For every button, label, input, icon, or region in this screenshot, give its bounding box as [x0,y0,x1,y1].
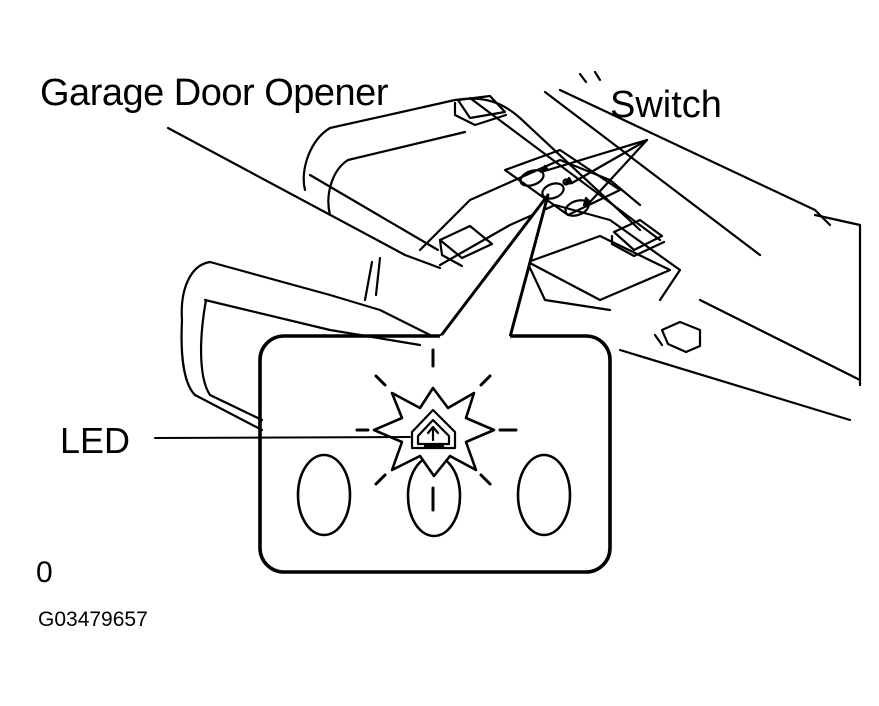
led-label: LED [60,420,131,461]
switch-label: Switch [610,84,722,126]
magnified-switch-inset [258,193,612,574]
figure-id: G03479657 [38,608,148,631]
inset-right-button [516,453,572,537]
house-arrow-icon [410,408,457,450]
garage-door-opener-label: Garage Door Opener [40,72,388,114]
inset-left-button [296,453,352,537]
figure-marker: 0 [36,556,53,589]
switch-leader-lines [539,138,649,207]
overhead-console-drawing [166,70,862,432]
led-leader-line [154,436,411,439]
led-light-rays [355,348,518,512]
